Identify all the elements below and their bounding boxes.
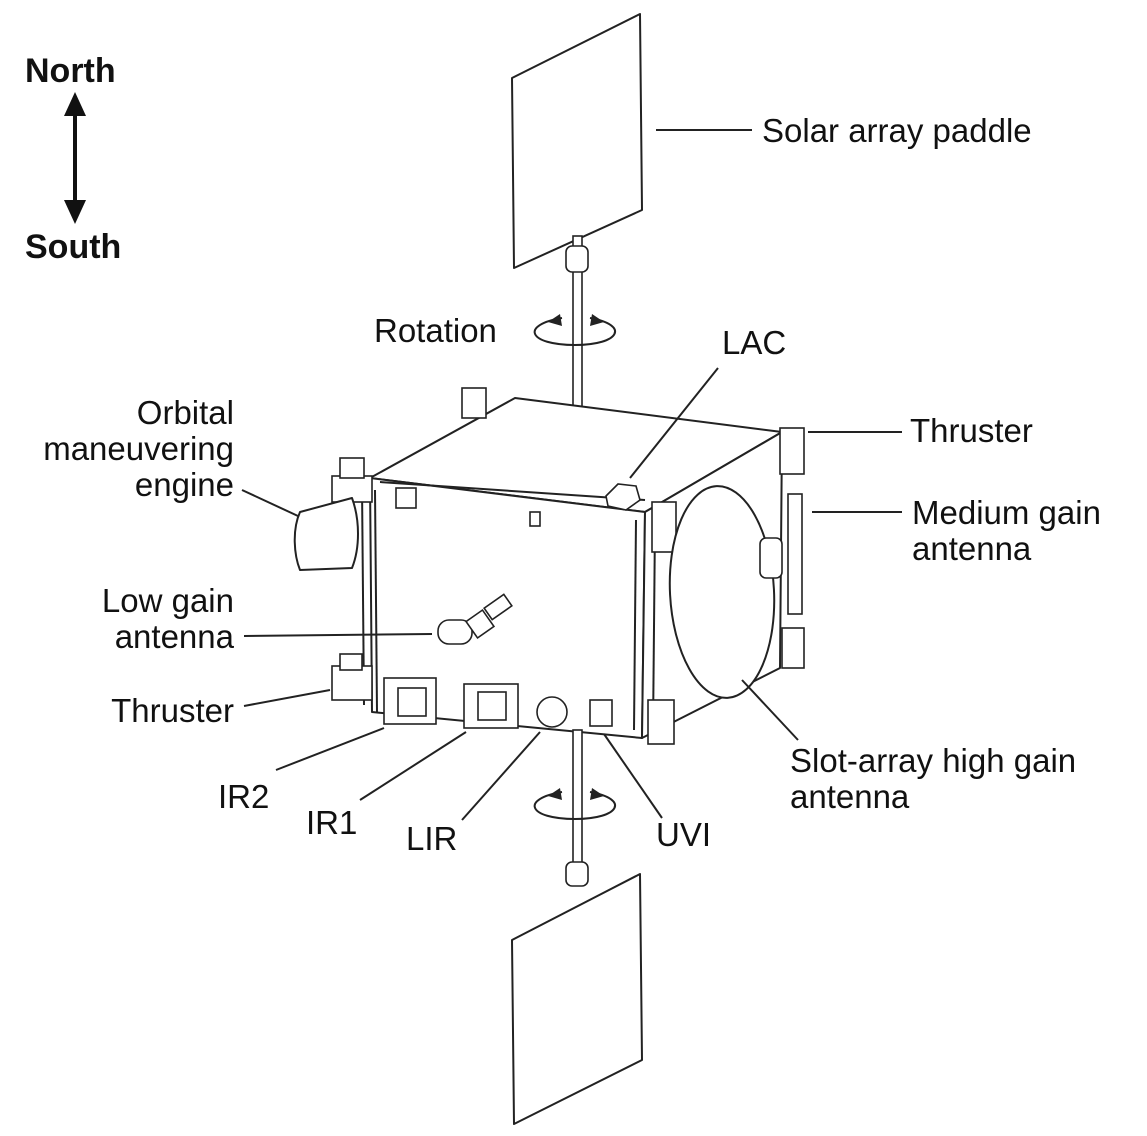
instrument-ir1: [463, 683, 519, 729]
solar-panel-bottom: [511, 873, 643, 1125]
north-arrowhead-icon: [64, 92, 86, 116]
label-lac: LAC: [722, 324, 786, 361]
leader-lir: [461, 731, 541, 821]
label-slot-array-line2: antenna: [790, 778, 910, 815]
leader-thruster-bottom: [243, 689, 331, 707]
leader-ir1: [359, 731, 467, 801]
high-gain-antenna-dish: [668, 485, 776, 699]
thruster-block-rear: [461, 387, 487, 419]
solar-panel-top: [511, 13, 643, 269]
orbital-engine-nozzle: [293, 497, 359, 571]
label-medium-gain-line2: antenna: [912, 530, 1032, 567]
thruster-block-left-bottom: [331, 665, 373, 701]
lac-camera: [605, 483, 641, 511]
leader-slot-array: [741, 679, 799, 741]
compass-north-label: North: [25, 52, 116, 90]
compass: North South: [25, 52, 121, 266]
label-lir: LIR: [406, 820, 457, 857]
label-orbital-engine-line1: Orbital: [137, 394, 234, 431]
label-low-gain-line1: Low gain: [102, 582, 234, 619]
instrument-uvi: [589, 699, 613, 727]
leader-orbital-engine: [241, 489, 299, 517]
medium-gain-antenna: [787, 493, 803, 615]
top-mast-joint: [565, 245, 589, 273]
bottom-mast: [572, 729, 583, 881]
rotation-arrow-bottom-icon: [533, 791, 616, 821]
leader-ir2: [275, 727, 385, 771]
leader-lac: [629, 367, 719, 479]
south-arrowhead-icon: [64, 200, 86, 224]
thruster-block-right-top: [779, 427, 805, 475]
label-solar-array-paddle: Solar array paddle: [762, 112, 1032, 149]
leader-low-gain: [243, 633, 433, 637]
instrument-lir: [536, 696, 568, 728]
label-low-gain-line2: antenna: [115, 618, 235, 655]
label-orbital-engine-line3: engine: [135, 466, 234, 503]
label-rotation: Rotation: [374, 312, 497, 349]
label-ir2: IR2: [218, 778, 269, 815]
leader-lines: [241, 129, 902, 821]
spacecraft-bus: [293, 387, 805, 745]
labels: Solar array paddle Rotation LAC Thruster…: [43, 112, 1101, 857]
low-gain-antenna: [437, 593, 513, 645]
label-thruster-top: Thruster: [910, 412, 1033, 449]
label-thruster-bottom: Thruster: [111, 692, 234, 729]
label-medium-gain-line1: Medium gain: [912, 494, 1101, 531]
label-slot-array-line1: Slot-array high gain: [790, 742, 1076, 779]
label-uvi: UVI: [656, 816, 711, 853]
label-orbital-engine-line2: maneuvering: [43, 430, 234, 467]
rotation-arrow-top-icon: [533, 317, 616, 347]
top-solar-paddle: [511, 13, 643, 457]
leader-uvi: [603, 733, 663, 819]
label-ir1: IR1: [306, 804, 357, 841]
compass-south-label: South: [25, 228, 121, 266]
bottom-solar-paddle: [511, 729, 643, 1125]
instrument-ir2: [383, 677, 437, 725]
